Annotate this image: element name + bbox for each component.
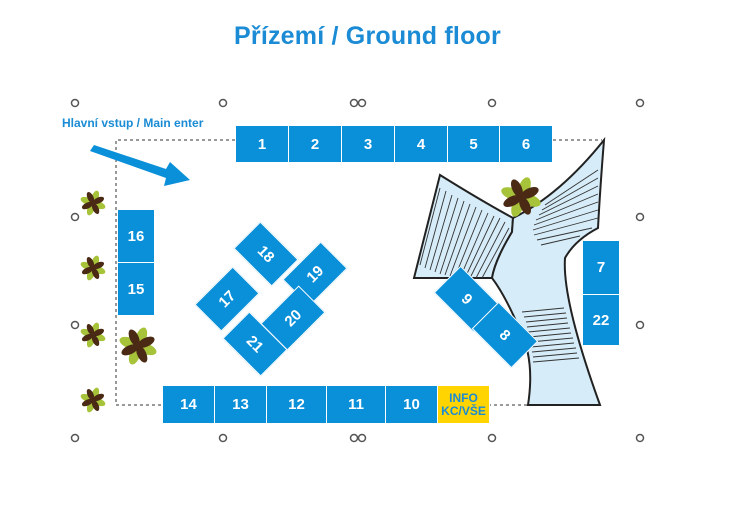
booth-14: 14 (162, 385, 215, 424)
column-icon (635, 212, 645, 222)
plant-icon (117, 325, 159, 367)
entrance-arrow-icon (90, 145, 190, 186)
booth-16: 16 (117, 209, 155, 263)
column-icon (635, 98, 645, 108)
stair-steps-right (532, 169, 599, 246)
stair-steps-bottom (521, 307, 580, 363)
plant-icon (79, 386, 107, 414)
column-icon (70, 320, 80, 330)
column-icon (218, 433, 228, 443)
booth-11: 11 (326, 385, 386, 424)
info-sublabel: KC/VŠE (441, 403, 486, 418)
booth-15: 15 (117, 262, 155, 316)
column-icon (357, 433, 367, 443)
column-icon (635, 433, 645, 443)
booth-1: 1 (235, 125, 289, 163)
column-icons (70, 98, 645, 443)
info-desk: INFO KC/VŠE (437, 385, 490, 424)
page-title: Přízemí / Ground floor (234, 22, 501, 50)
stair-steps-left (419, 187, 510, 279)
booth-5: 5 (447, 125, 500, 163)
booth-10: 10 (385, 385, 438, 424)
booth-4: 4 (394, 125, 448, 163)
column-icon (70, 98, 80, 108)
booth-13: 13 (214, 385, 267, 424)
info-label: INFO (449, 390, 478, 405)
entrance-label: Hlavní vstup / Main enter (62, 116, 204, 130)
column-icon (70, 212, 80, 222)
booth-22: 22 (582, 294, 620, 346)
plant-icon (79, 254, 107, 282)
booth-7: 7 (582, 240, 620, 295)
booth-12: 12 (266, 385, 327, 424)
column-icon (635, 320, 645, 330)
column-icon (487, 98, 497, 108)
floor-outline (115, 139, 602, 406)
booth-3: 3 (341, 125, 395, 163)
column-icon (349, 433, 359, 443)
column-icon (70, 433, 80, 443)
plant-icon (79, 321, 107, 349)
booth-6: 6 (499, 125, 553, 163)
plant-icon (79, 189, 107, 217)
booth-2: 2 (288, 125, 342, 163)
column-icon (349, 98, 359, 108)
staircase (412, 136, 606, 406)
column-icon (218, 98, 228, 108)
column-icon (357, 98, 367, 108)
column-icon (487, 433, 497, 443)
